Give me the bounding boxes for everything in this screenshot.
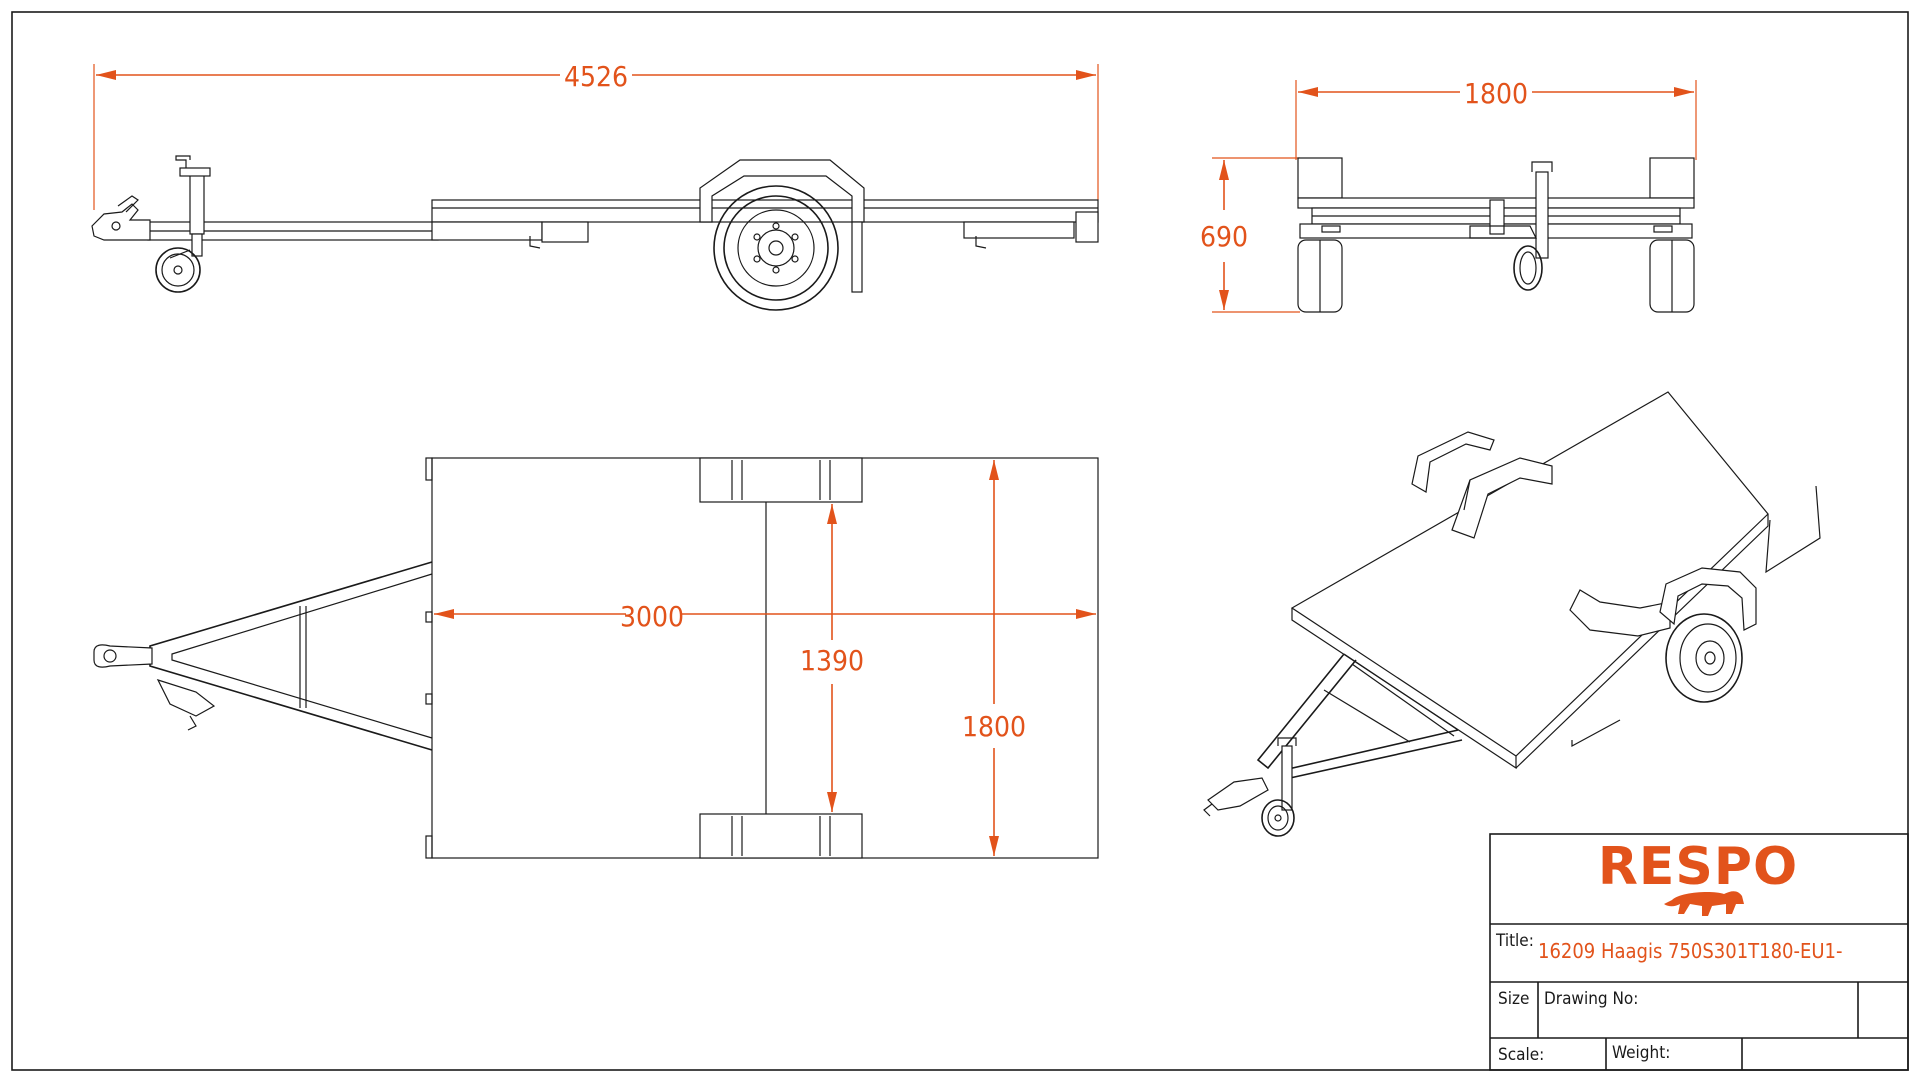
brand-logo: RESPO bbox=[1598, 837, 1798, 897]
scale-label: Scale: bbox=[1498, 1045, 1544, 1065]
dim-bed-width: 1800 bbox=[962, 710, 1026, 743]
dim-overall-length: 4526 bbox=[564, 60, 628, 93]
drawing-no-label: Drawing No: bbox=[1544, 989, 1638, 1009]
dim-track-width: 1390 bbox=[800, 644, 864, 677]
title-label: Title: bbox=[1495, 931, 1534, 951]
isometric-view bbox=[1203, 391, 1821, 837]
size-label: Size bbox=[1498, 989, 1529, 1009]
title-block: RESPO Title: 16209 Haagis 750S301T180-EU… bbox=[1489, 833, 1909, 1071]
sheet-border bbox=[11, 11, 1909, 1071]
dim-height: 690 bbox=[1200, 220, 1248, 253]
dim-overall-width: 1800 bbox=[1464, 77, 1528, 110]
title-value: 16209 Haagis 750S301T180-EU1- bbox=[1538, 939, 1842, 963]
dim-bed-length: 3000 bbox=[620, 600, 684, 633]
side-view: 4526 bbox=[91, 60, 1099, 311]
weight-label: Weight: bbox=[1612, 1043, 1670, 1063]
top-view: 3000 1390 1800 bbox=[93, 457, 1099, 859]
bull-icon bbox=[1664, 891, 1744, 916]
front-view: 1800 690 bbox=[1200, 77, 1697, 313]
